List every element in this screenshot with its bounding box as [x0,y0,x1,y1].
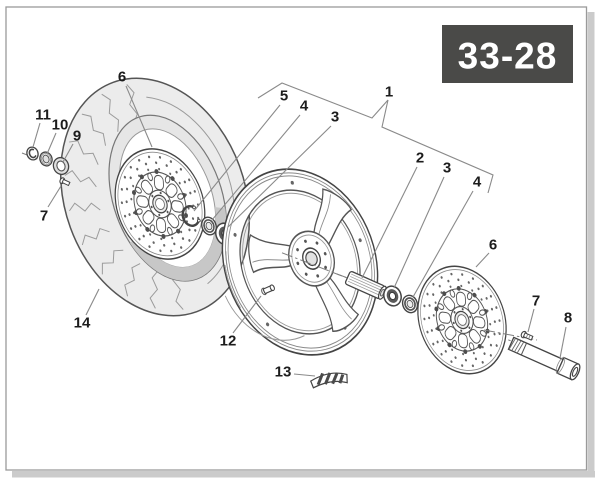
page-code: 33-28 [458,36,558,77]
leader-line-5 [193,104,281,212]
page-shadow-bottom [12,471,595,478]
spokes-and-hub [248,188,360,333]
callout-10: 10 [52,117,69,134]
leader-line-7 [527,308,535,333]
page-shadow-right [587,12,595,471]
leader-line-2 [361,166,418,279]
callout-4: 4 [300,98,309,115]
page-code-box: 33-28 [442,25,573,83]
callout-11: 11 [35,107,51,124]
callout-5: 5 [280,88,288,105]
front-axle [507,336,581,381]
circlip [181,205,201,227]
callout-14: 14 [74,315,91,332]
leader-line-7 [47,185,62,208]
leader-line-14 [85,288,100,316]
leader-line-12 [232,295,262,334]
callout-6: 6 [118,69,126,86]
leader-line-1 [381,99,494,194]
rim-bolt-holes [232,180,368,344]
callout-6: 6 [489,237,497,254]
leader-line-10 [46,132,57,155]
leader-line-3 [393,176,445,289]
balance-weight [309,372,348,389]
bushing [52,156,70,176]
valve-stem [261,284,275,296]
leader-line-13 [293,373,316,377]
leader-line-4 [211,114,301,221]
disc-screw-left [59,177,71,187]
callout-8: 8 [564,310,572,327]
callout-2: 2 [416,150,424,167]
bearing-right [383,285,402,307]
disc-screw-right [520,330,534,341]
hub-bolt-circle [295,239,328,279]
leader-line-8 [559,326,567,359]
ring-spacer [39,151,53,167]
leader-line-3 [227,125,332,228]
leader-line-11 [32,122,41,148]
dust-cap [26,146,39,161]
callout-7: 7 [532,293,540,310]
callout-3: 3 [443,160,451,177]
leader-line-6 [125,85,153,148]
callout-1: 1 [385,84,393,101]
leader-line-1 [257,82,389,119]
page-code-background [442,25,573,83]
wheel-rim [221,168,379,356]
rim-far-edge [224,295,305,341]
hub-centerline [281,252,347,278]
leader-line-4 [412,190,474,298]
callout-12: 12 [220,333,237,350]
callout-13: 13 [275,364,292,381]
leader-line-9 [62,143,74,163]
seal-ring-right [401,294,419,314]
callout-7: 7 [40,208,48,225]
callout-4: 4 [473,174,482,191]
seal-ring-left [201,216,217,236]
callout-3: 3 [331,109,339,126]
tire-tread-pattern [35,82,211,335]
axle-spacer [344,271,387,300]
callout-9: 9 [73,128,81,145]
leader-line-6 [475,252,490,268]
